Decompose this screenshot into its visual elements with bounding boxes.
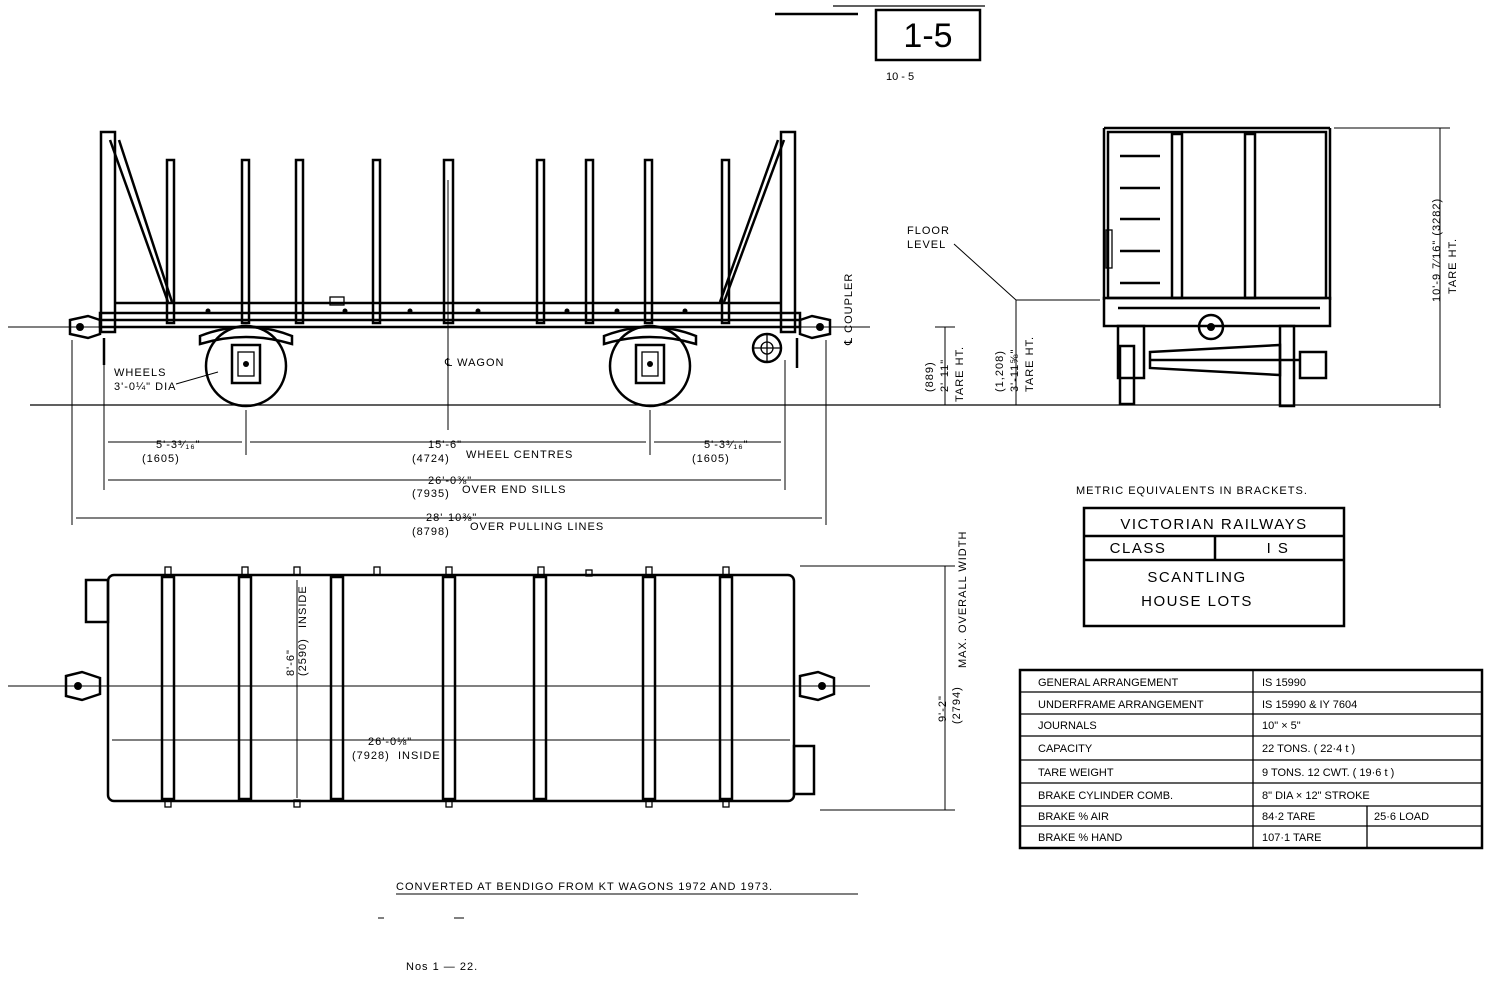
spec-label: JOURNALS (1038, 720, 1097, 732)
inside-length-label: INSIDE (398, 750, 441, 762)
plan-coupler-left (64, 670, 102, 702)
spec-label: BRAKE CYLINDER COMB. (1038, 790, 1173, 802)
wheels-dia-label: 3'-0¼" DIA (114, 381, 176, 393)
inside-width-metric: (2590) (297, 638, 309, 676)
drawing-number-sub: 10 - 5 (886, 71, 914, 83)
conversion-note: CONVERTED AT BENDIGO FROM KT WAGONS 1972… (396, 881, 773, 893)
spec-value: IS 15990 (1262, 677, 1306, 689)
dim-end-sills-metric: (7935) (412, 488, 450, 500)
wheels-label: WHEELS (114, 367, 166, 379)
plan-stake-tops (164, 566, 730, 808)
spec-row: BRAKE % HAND 107·1 TARE (1038, 832, 1322, 844)
side-elevation: WHEELS 3'-0¼" DIA ℄ WAGON ℄ COUPLER (889… (8, 130, 1440, 430)
drawing-number-block: 1-5 10 - 5 (775, 5, 985, 83)
dim-overhang-left: 5'-3³⁄₁₆" (156, 439, 201, 451)
tare-ht-imperial: 2'-11" (939, 359, 951, 392)
spec-value: 107·1 TARE (1262, 832, 1322, 844)
wheel-right (602, 324, 698, 408)
spec-value: 84·2 TARE (1262, 811, 1315, 823)
plan-view: 8'-6" (2590) INSIDE 26'-0⅛" (7928) INSID… (8, 531, 969, 811)
spec-label: GENERAL ARRANGEMENT (1038, 677, 1178, 689)
class-label: CLASS (1110, 540, 1167, 557)
description-line-2: HOUSE LOTS (1141, 593, 1253, 610)
plan-stanchions (160, 575, 734, 801)
drawing-number: 1-5 (903, 17, 952, 55)
spec-row: UNDERFRAME ARRANGEMENT IS 15990 & IY 760… (1038, 699, 1357, 711)
spec-label: TARE WEIGHT (1038, 767, 1114, 779)
spec-value: 9 TONS. 12 CWT. ( 19·6 t ) (1262, 767, 1394, 779)
wheel-centres-label: WHEEL CENTRES (466, 449, 573, 461)
spec-label: BRAKE % HAND (1038, 832, 1122, 844)
tare-ht-label: TARE HT. (954, 346, 966, 402)
spec-label: BRAKE % AIR (1038, 811, 1109, 823)
wagon-centre-label: ℄ WAGON (444, 357, 505, 369)
overall-width: 9'-2" (937, 695, 949, 722)
dim-overhang-right: 5'-3³⁄₁₆" (704, 439, 749, 451)
spec-value-2: 25·6 LOAD (1374, 811, 1429, 823)
floor-level-label-2: LEVEL (907, 239, 946, 251)
coupler-left (68, 314, 106, 365)
specifications-table: GENERAL ARRANGEMENT IS 15990 UNDERFRAME … (1018, 668, 1484, 850)
dim-pulling-lines: 28'-10⅜" (426, 512, 477, 524)
spec-row: JOURNALS 10" × 5" (1038, 720, 1301, 732)
ladder-rungs (1120, 154, 1160, 285)
spec-value: 22 TONS. ( 22·4 t ) (1262, 743, 1355, 755)
coupler-right (795, 314, 832, 368)
floor-level-label-1: FLOOR (907, 225, 950, 237)
floor-ht-label: TARE HT. (1024, 336, 1036, 392)
spec-value: IS 15990 & IY 7604 (1262, 699, 1357, 711)
spec-row: GENERAL ARRANGEMENT IS 15990 (1038, 677, 1306, 689)
pulling-lines-label: OVER PULLING LINES (470, 521, 604, 533)
spec-row: TARE WEIGHT 9 TONS. 12 CWT. ( 19·6 t ) (1038, 767, 1394, 779)
title-block: VICTORIAN RAILWAYS CLASS I S SCANTLING H… (1082, 506, 1346, 628)
spec-row: BRAKE CYLINDER COMB. 8" DIA × 12" STROKE (1038, 790, 1370, 802)
handbrake-wheel (751, 332, 783, 364)
numbers-note: Nos 1 — 22. (406, 961, 478, 973)
overall-ht-label: TARE HT. (1447, 238, 1459, 294)
dim-overhang-left-metric: (1605) (142, 453, 180, 465)
dim-wheel-centres: 15'-6" (428, 439, 462, 451)
spec-value: 8" DIA × 12" STROKE (1262, 790, 1370, 802)
dim-pulling-lines-metric: (8798) (412, 526, 450, 538)
dim-end-sills: 26'-0⅜" (428, 475, 472, 487)
dim-overhang-right-metric: (1605) (692, 453, 730, 465)
inside-length: 26'-0⅛" (368, 736, 412, 748)
metric-note: METRIC EQUIVALENTS IN BRACKETS. (1076, 485, 1308, 497)
plan-coupler-right (798, 670, 836, 702)
overall-ht: 10'-9 7⁄16" (3282) (1431, 198, 1443, 302)
tare-ht-metric: (889) (924, 361, 936, 392)
floor-ht-metric: (1,208) (994, 350, 1006, 392)
coupler-centre-label: ℄ COUPLER (843, 273, 855, 346)
spec-label: CAPACITY (1038, 743, 1093, 755)
floor-ht-imperial: 3'-11⅝" (1009, 349, 1021, 392)
side-dimensions: 5'-3³⁄₁₆" (1605) 15'-6" (4724) WHEEL CEN… (71, 340, 827, 538)
end-sills-label: OVER END SILLS (462, 484, 566, 496)
spec-label: UNDERFRAME ARRANGEMENT (1038, 699, 1204, 711)
wheel-left (198, 324, 294, 408)
overall-width-metric: (2794) (951, 686, 963, 724)
inside-width-label: INSIDE (297, 585, 309, 628)
railway-name: VICTORIAN RAILWAYS (1120, 516, 1307, 533)
end-elevation: FLOOR LEVEL (1,208) 3'-11⅝" TARE HT. 10'… (907, 126, 1459, 408)
description-line-1: SCANTLING (1147, 569, 1246, 586)
dim-wheel-centres-metric: (4724) (412, 453, 450, 465)
spec-row: BRAKE % AIR 84·2 TARE 25·6 LOAD (1038, 811, 1429, 823)
stake-pockets (205, 308, 688, 314)
inside-length-metric: (7928) (352, 750, 390, 762)
overall-width-label: MAX. OVERALL WIDTH (957, 531, 969, 668)
spec-row: CAPACITY 22 TONS. ( 22·4 t ) (1038, 743, 1355, 755)
class-value: I S (1267, 540, 1290, 557)
spec-value: 10" × 5" (1262, 720, 1301, 732)
inside-width: 8'-6" (285, 649, 297, 676)
